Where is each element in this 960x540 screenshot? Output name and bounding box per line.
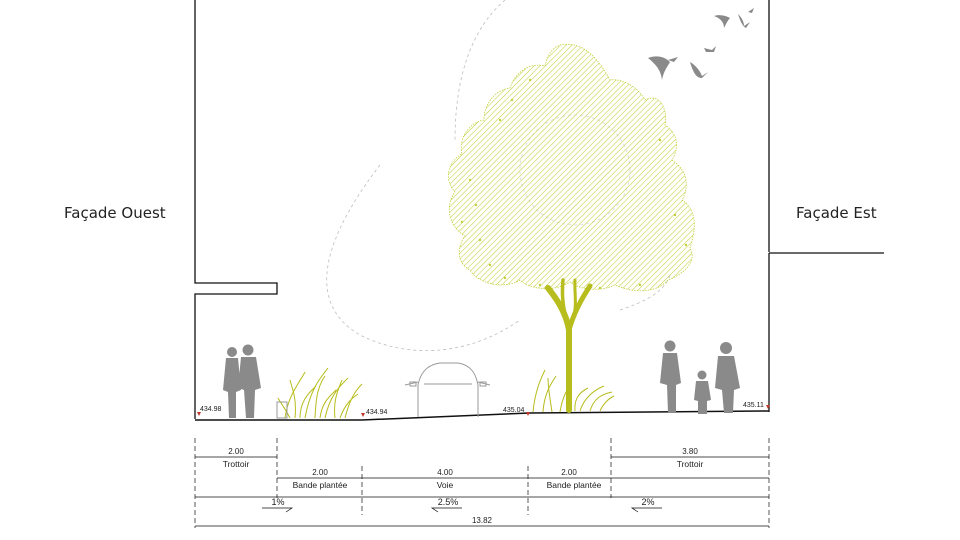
elev-east-edge: 435.11: [743, 402, 764, 409]
slope-west-arrow: [262, 507, 294, 513]
slope-west: 1%: [271, 497, 284, 507]
elev-marker-west-bed: [361, 413, 365, 417]
dim-total-value: 13.82: [472, 516, 493, 525]
planting-bed-west: [276, 367, 363, 419]
facade-east-label: Façade Est: [796, 204, 877, 222]
tree-trunk: [545, 278, 593, 413]
birds: [648, 8, 754, 80]
ground-line: [195, 410, 770, 421]
dim-bande-east-value: 2.00: [561, 468, 577, 477]
people-west: [223, 344, 261, 418]
elev-marker-east-edge: [766, 405, 770, 409]
elev-west-bed: 434.94: [366, 409, 388, 416]
dimension-row2: 2.00 Bande plantée 4.00 Voie 2.00 Bande …: [293, 468, 602, 490]
dim-trottoir-west-label: Trottoir: [223, 459, 250, 469]
dim-bande-west-value: 2.00: [312, 468, 328, 477]
dim-bande-east-label: Bande plantée: [547, 480, 602, 490]
dim-bande-west-label: Bande plantée: [293, 480, 348, 490]
planting-bed-east: [532, 369, 615, 413]
elev-marker-east-bed: [526, 412, 530, 416]
dim-voie-label: Voie: [437, 480, 454, 490]
elevation-markers: 434.98 434.94 435.04 435.11: [197, 402, 770, 417]
dim-voie-value: 4.00: [437, 468, 453, 477]
slope-east: 2%: [641, 497, 654, 507]
elev-east-bed: 435.04: [503, 407, 525, 414]
dimension-row1: 2.00 Trottoir 3.80 Trottoir: [223, 447, 704, 469]
west-facade-outline: [194, 0, 278, 419]
tree-crown-speckle: [460, 78, 688, 290]
slope-voie-arrow: [430, 507, 462, 513]
dimension-lines: [194, 438, 770, 528]
dim-trottoir-east-value: 3.80: [682, 447, 698, 456]
slope-voie: 2.5%: [438, 497, 459, 507]
elev-west-edge: 434.98: [200, 406, 222, 413]
dim-trottoir-west-value: 2.00: [228, 447, 244, 456]
facade-west-label: Façade Ouest: [64, 204, 166, 222]
car-outline: [404, 362, 491, 417]
dim-trottoir-east-label: Trottoir: [677, 459, 704, 469]
slope-east-arrow: [630, 507, 662, 513]
slope-indicators: 1% 2.5% 2%: [262, 497, 662, 513]
east-facade-outline: [768, 0, 884, 412]
tree: [447, 43, 695, 413]
people-east: [660, 340, 740, 414]
tree-crown: [447, 43, 695, 292]
elev-marker-west-edge: [197, 412, 201, 416]
